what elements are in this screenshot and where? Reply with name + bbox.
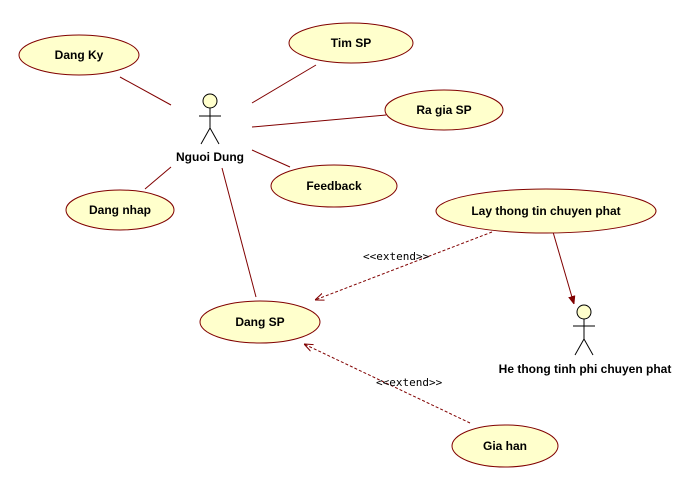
actor-label: Nguoi Dung bbox=[176, 150, 244, 164]
use-case-gia-han[interactable]: Gia han bbox=[451, 424, 559, 468]
extend-gia-han-dang-sp bbox=[304, 344, 471, 424]
use-case-dang-nhap[interactable]: Dang nhap bbox=[65, 189, 175, 231]
actor-nguoi-dung[interactable]: Nguoi Dung bbox=[176, 93, 244, 164]
actor-head-icon bbox=[576, 304, 592, 320]
use-case-label: Gia han bbox=[483, 439, 527, 453]
assoc-dang-ky bbox=[119, 76, 172, 106]
use-case-lay-thong-tin-chuyen-phat[interactable]: Lay thong tin chuyen phat bbox=[435, 188, 657, 234]
use-case-dang-ky[interactable]: Dang Ky bbox=[18, 34, 140, 76]
use-case-label: Dang nhap bbox=[89, 203, 151, 217]
extend-lay-thong-tin-dang-sp bbox=[315, 231, 493, 300]
extend-label-2: <<extend>> bbox=[376, 376, 443, 389]
use-case-dang-sp[interactable]: Dang SP bbox=[199, 300, 321, 344]
use-case-label: Feedback bbox=[306, 179, 362, 193]
use-case-tim-sp[interactable]: Tim SP bbox=[288, 22, 414, 64]
assoc-lay-thong-tin bbox=[552, 231, 574, 304]
assoc-tim-sp bbox=[251, 64, 317, 104]
assoc-dang-sp bbox=[221, 167, 257, 298]
use-case-label: Dang SP bbox=[235, 315, 284, 329]
actor-he-thong-tinh-phi-chuyen-phat[interactable]: He thong tinh phi chuyen phat bbox=[499, 304, 672, 376]
assoc-dang-nhap bbox=[144, 166, 172, 190]
use-case-label: Ra gia SP bbox=[416, 103, 471, 117]
assoc-feedback bbox=[251, 149, 291, 168]
use-case-label: Dang Ky bbox=[55, 48, 104, 62]
extend-label-1: <<extend>> bbox=[363, 250, 430, 263]
use-case-ra-gia-sp[interactable]: Ra gia SP bbox=[384, 89, 504, 131]
actor-head-icon bbox=[202, 93, 218, 109]
assoc-ra-gia-sp bbox=[251, 114, 387, 128]
use-case-feedback[interactable]: Feedback bbox=[270, 164, 398, 208]
actor-label: He thong tinh phi chuyen phat bbox=[499, 362, 672, 376]
use-case-label: Tim SP bbox=[331, 36, 371, 50]
use-case-label: Lay thong tin chuyen phat bbox=[471, 204, 620, 218]
